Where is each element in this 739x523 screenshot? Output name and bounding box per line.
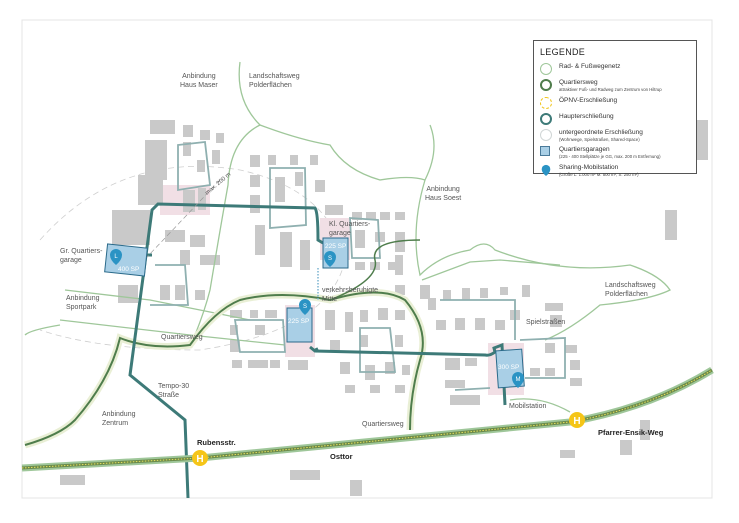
- label-mitte: verkehrsberuhigte Mitte: [322, 287, 379, 303]
- legend-label: Sharing-Mobilstation: [559, 163, 619, 171]
- label-mobilstation: Mobilstation: [509, 403, 547, 410]
- distance-line: [129, 179, 221, 276]
- label-sportpark: Anbindung Sportpark: [66, 295, 100, 311]
- circle-light-green-icon: [540, 63, 552, 75]
- garage-large-capacity: 400 SP: [118, 266, 140, 273]
- label-landschaftsweg-east: Landschaftsweg Polderflächen: [605, 282, 656, 298]
- legend-label: Haupterschließung: [559, 112, 614, 120]
- legend-label: untergeordnete Erschließung: [559, 128, 643, 136]
- bus-stop-pfarrer-icon[interactable]: H: [573, 416, 580, 427]
- label-quartiersweg-west: Quartiersweg: [161, 334, 203, 341]
- legend-label: Quartiersgaragen: [559, 146, 610, 153]
- legend: LEGENDE Rad- & Fußwegenetz Quartiersweg …: [533, 40, 697, 177]
- label-haus-soest: Anbindung Haus Soest: [425, 186, 462, 202]
- label-landschaftsweg-north: Landschaftsweg Polderflächen: [249, 73, 300, 89]
- bus-stops: H H: [192, 412, 585, 466]
- label-kl-garage: Kl. Quartiers- garage: [329, 221, 371, 237]
- pin-blue-icon: [541, 164, 551, 176]
- label-gr-garage: Gr. Quartiers- garage: [60, 248, 103, 264]
- legend-title: LEGENDE: [540, 47, 586, 57]
- legend-sublabel: (Wohnwege, Spielstraßen, Shared-Space): [559, 136, 640, 142]
- station-small-north-icon: S: [328, 256, 332, 262]
- legend-sublabel: (225 - 400 Stellplätze je GG, max. 200 m…: [559, 154, 661, 159]
- legend-item-garages: Quartiersgaragen (225 - 400 Stellplätze …: [540, 146, 690, 160]
- square-blue-icon: [540, 146, 550, 156]
- station-medium-icon: M: [516, 377, 521, 383]
- legend-item-quartiersweg: Quartiersweg attraktiver Fuß- und Radweg…: [540, 79, 690, 93]
- legend-sublabel: attraktiver Fuß- und Radweg zum Zentrum …: [559, 87, 662, 92]
- circle-dashed-yellow-icon: [540, 96, 552, 109]
- circle-dark-green-icon: [540, 79, 552, 91]
- legend-label: ÖPNV-Erschließung: [559, 96, 618, 104]
- legend-item-paths: Rad- & Fußwegenetz: [540, 63, 690, 75]
- legend-sublabel: (Größe L: 1.000 m² M: 500 m²; S: 250 m²): [559, 171, 639, 177]
- legend-label: Rad- & Fußwegenetz: [559, 63, 621, 70]
- station-small-center-icon: S: [303, 304, 307, 310]
- circle-teal-icon: [540, 112, 552, 125]
- label-spielstrassen: Spielstraßen: [526, 319, 566, 326]
- legend-item-mobility: Sharing-Mobilstation (Größe L: 1.000 m² …: [540, 164, 690, 178]
- quartiersweg: [24, 239, 427, 449]
- garage-north-capacity: 225 SP: [325, 243, 347, 250]
- legend-item-oepnv: ÖPNV-Erschließung: [540, 96, 690, 109]
- label-tempo30: Tempo-30 Straße: [158, 383, 190, 399]
- mobility-stations: [110, 249, 524, 388]
- legend-label: Quartiersweg: [559, 79, 598, 86]
- label-zentrum: Anbindung Zentrum: [102, 411, 136, 427]
- bus-stop-rubensstr-icon[interactable]: H: [196, 454, 203, 465]
- garage-medium-capacity: 300 SP: [498, 364, 520, 371]
- garage-center-capacity: 225 SP: [288, 318, 310, 325]
- label-pfarrer-ensik-weg: Pfarrer-Ensik-Weg: [598, 428, 664, 437]
- label-quartiersweg-south: Quartiersweg: [362, 421, 404, 428]
- label-haus-maser: Anbindung Haus Maser: [180, 73, 218, 89]
- circle-light-grey-icon: [540, 128, 552, 141]
- label-rubensstr: Rubensstr.: [197, 438, 236, 447]
- legend-item-secondary: untergeordnete Erschließung (Wohnwege, S…: [540, 128, 690, 143]
- buildings: [60, 120, 708, 496]
- station-large-icon: L: [114, 254, 118, 260]
- legend-item-main-road: Haupterschließung: [540, 112, 690, 125]
- label-osttor: Osttor: [330, 452, 353, 461]
